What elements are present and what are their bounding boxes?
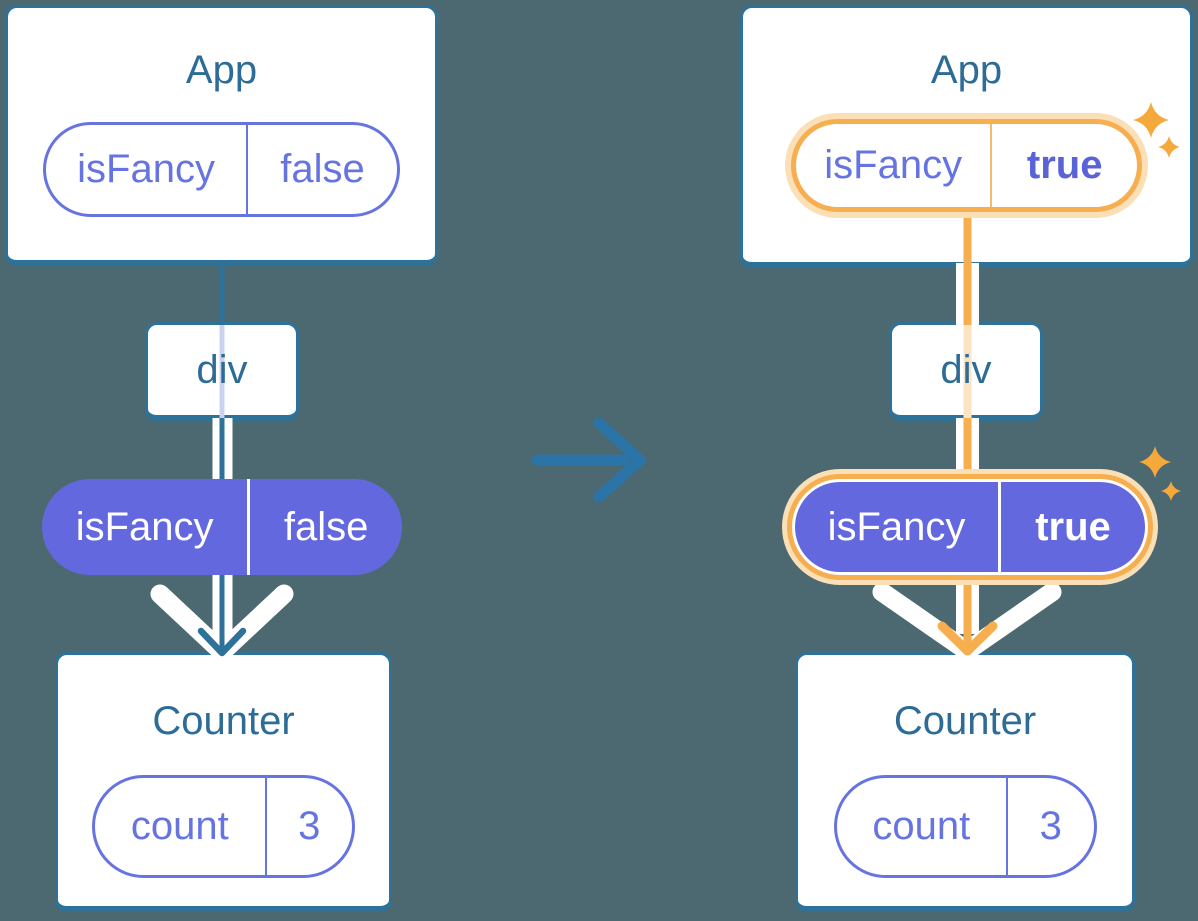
line-app-to-div (219, 264, 225, 326)
sparkles-bottom (1139, 446, 1181, 501)
prop-key: isFancy (77, 147, 215, 191)
state-value: 3 (264, 778, 352, 875)
component-title: Counter (152, 699, 295, 743)
prop-value: false (247, 479, 402, 575)
prop-key: isFancy (75, 504, 214, 549)
prop-pill: isFancy false (43, 122, 400, 217)
prop-key: isFancy (827, 504, 966, 549)
component-title: Counter (893, 699, 1037, 743)
pipe-casing (212, 418, 233, 481)
component-title: App (930, 48, 1003, 92)
after-connectors (872, 214, 1062, 661)
component-title: div (196, 348, 248, 392)
app-card-before: App isFancy false (5, 5, 438, 266)
state-pill: count 3 (833, 775, 1097, 878)
line-app-to-div (963, 263, 972, 325)
arrowhead-icon (593, 417, 646, 503)
transition-arrow-icon (531, 417, 646, 503)
pipe-casing (956, 263, 979, 325)
sparkle-icon (1161, 481, 1181, 501)
arrowhead-icon (197, 627, 247, 657)
arrow-shaft (963, 572, 972, 646)
prop-key: isFancy (824, 143, 963, 187)
prop-value: true (998, 482, 1145, 572)
white-chevron-icon (150, 584, 294, 662)
prop-value: true (990, 124, 1137, 207)
component-title: App (185, 48, 258, 92)
state-key: count (130, 804, 229, 848)
sparkle-icon (1139, 446, 1171, 478)
state-key: count (872, 804, 971, 848)
state-value: 3 (1006, 778, 1093, 875)
white-chevron-icon (872, 582, 1062, 661)
arrow-shaft (219, 572, 225, 652)
counter-card-before: Counter count 3 (55, 652, 392, 912)
pipe-casing (956, 418, 979, 482)
prop-pill-highlighted: isFancy true (791, 119, 1142, 212)
pipe-casing (956, 572, 979, 634)
div-card-after: div (889, 322, 1043, 421)
line-div-to-pill (219, 418, 225, 481)
line-div-to-pill (963, 418, 972, 482)
div-card-before: div (145, 322, 299, 421)
pipe-casing (212, 572, 233, 640)
state-pill: count 3 (92, 775, 355, 878)
arrowhead-icon (937, 621, 998, 656)
prop-value: false (246, 125, 397, 214)
context-pill-after-highlighted: isFancy true (792, 479, 1148, 575)
component-title: div (940, 348, 992, 392)
context-pill-before: isFancy false (42, 479, 402, 575)
counter-card-after: Counter count 3 (795, 652, 1135, 912)
app-card-after: App isFancy true (740, 5, 1193, 268)
